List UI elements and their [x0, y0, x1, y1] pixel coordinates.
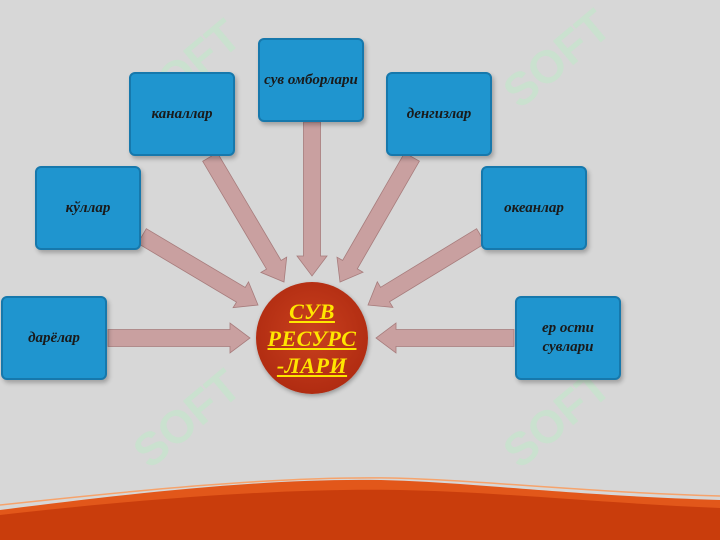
box-canals-label: каналлар — [151, 105, 213, 122]
center-title-line-3: -ЛАРИ — [276, 352, 348, 378]
center-title-line-1: СУВ — [289, 298, 335, 324]
box-reservoirs-label: сув омборлари — [264, 71, 358, 88]
arrow-from-canals — [202, 152, 288, 283]
box-reservoirs: сув омборлари — [258, 38, 364, 122]
box-rivers-label: дарёлар — [28, 329, 80, 346]
box-lakes-label: кўллар — [65, 199, 111, 216]
arrow-from-rivers — [107, 322, 251, 354]
arrow-from-groundwater — [375, 322, 515, 354]
box-rivers: дарёлар — [1, 296, 107, 380]
box-oceans: океанлар — [481, 166, 587, 250]
center-circle: СУВ РЕСУРС -ЛАРИ — [256, 282, 368, 394]
arrow-from-seas — [336, 152, 420, 283]
arrow-from-oceans — [367, 228, 486, 308]
box-oceans-label: океанлар — [504, 199, 564, 216]
box-canals: каналлар — [129, 72, 235, 156]
box-seas-label: денгизлар — [406, 105, 472, 122]
box-seas: денгизлар — [386, 72, 492, 156]
arrow-from-reservoirs — [296, 121, 328, 277]
arrow-from-lakes — [137, 228, 259, 309]
center-title-line-2: РЕСУРС — [267, 325, 357, 351]
box-lakes: кўллар — [35, 166, 141, 250]
box-groundwater-label: ер ости сувлари — [541, 320, 595, 355]
box-groundwater: ер ости сувлари — [515, 296, 621, 380]
